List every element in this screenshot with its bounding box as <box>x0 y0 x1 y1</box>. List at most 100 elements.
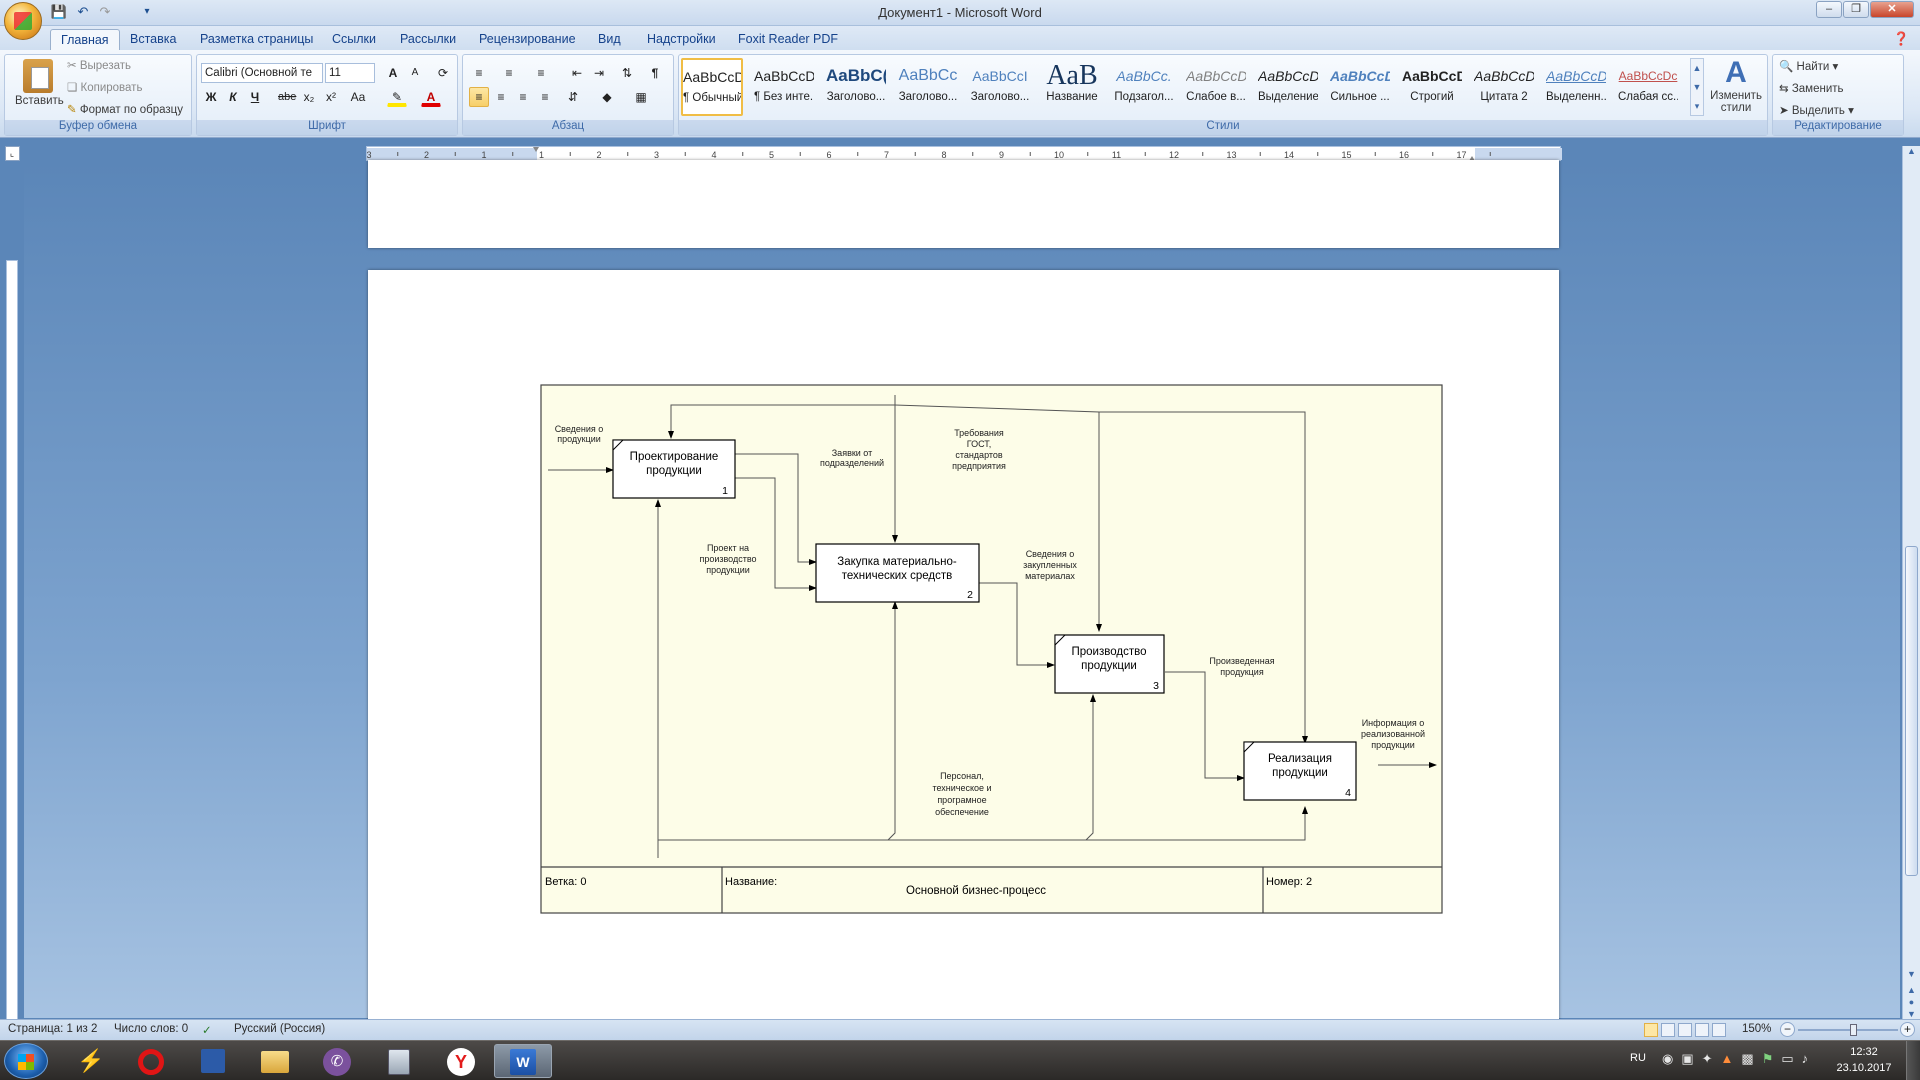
tab-references[interactable]: Ссылки <box>332 32 377 46</box>
taskbar-app-3[interactable] <box>184 1044 242 1078</box>
subscript-button[interactable]: x₂ <box>303 90 315 104</box>
change-case-button[interactable]: Aa <box>350 90 366 104</box>
tab-addins[interactable]: Надстройки <box>647 32 716 46</box>
tab-mailings[interactable]: Рассылки <box>400 32 457 46</box>
align-left-icon[interactable]: ≡ <box>469 87 489 107</box>
tray-date[interactable]: 23.10.2017 <box>1836 1062 1892 1074</box>
tray-monitor-icon[interactable]: ▭ <box>1781 1051 1794 1066</box>
scroll-thumb[interactable] <box>1905 546 1918 876</box>
tray-app-icon[interactable]: ▣ <box>1681 1051 1694 1066</box>
office-button[interactable] <box>4 2 42 40</box>
tab-review[interactable]: Рецензирование <box>479 32 576 46</box>
tray-flag-icon[interactable]: ⚑ <box>1761 1051 1774 1066</box>
style-quote-2[interactable]: AaBbCcDcЦитата 2 <box>1473 58 1535 116</box>
increase-indent-icon[interactable]: ⇥ <box>593 66 605 80</box>
superscript-button[interactable]: x² <box>326 90 336 104</box>
format-painter-button[interactable]: ✎ Формат по образцу <box>67 102 183 116</box>
line-spacing-icon[interactable]: ⇵ <box>567 90 579 104</box>
grow-font-button[interactable]: A <box>388 66 398 80</box>
taskbar-opera[interactable] <box>122 1044 180 1078</box>
change-styles-button[interactable]: A Изменить стили <box>1708 56 1764 118</box>
shrink-font-button[interactable]: A <box>411 67 419 78</box>
maximize-button[interactable]: ❐ <box>1843 1 1869 18</box>
full-screen-icon[interactable] <box>1661 1023 1675 1037</box>
replace-button[interactable]: ⇆ Заменить <box>1779 81 1844 95</box>
draft-icon[interactable] <box>1712 1023 1726 1037</box>
tray-time[interactable]: 12:32 <box>1850 1046 1878 1058</box>
font-size-select[interactable]: 11 <box>325 63 375 83</box>
styles-scroll[interactable]: ▲▼▾ <box>1690 58 1704 116</box>
outline-icon[interactable] <box>1695 1023 1709 1037</box>
activity-box-1[interactable]: Проектирование продукции 1 <box>612 439 736 499</box>
borders-icon[interactable]: ▦ <box>635 90 647 104</box>
style-subtle-emphasis[interactable]: AaBbCcDcСлабое в... <box>1185 58 1247 116</box>
style-subtitle[interactable]: AaBbCc.Подзагол... <box>1113 58 1175 116</box>
next-page-icon[interactable]: ▼ <box>1907 1009 1916 1019</box>
print-layout-icon[interactable] <box>1644 1023 1658 1037</box>
style-no-spacing[interactable]: AaBbCcDc¶ Без инте... <box>753 58 815 116</box>
taskbar-app-1[interactable]: ⚡ <box>60 1044 118 1078</box>
close-button[interactable]: ✕ <box>1870 1 1914 18</box>
tab-foxit[interactable]: Foxit Reader PDF <box>738 32 839 46</box>
prev-page-icon[interactable]: ▲ <box>1907 985 1916 995</box>
idef0-diagram[interactable]: Ветка: 0 Название: Основной бизнес-проце… <box>368 270 1559 1020</box>
vertical-scrollbar[interactable]: ▲ ▼ ▲ ● ▼ <box>1902 146 1920 1019</box>
style-strong[interactable]: AaBbCcDcСтрогий <box>1401 58 1463 116</box>
shading-icon[interactable]: ◆ <box>602 90 612 104</box>
redo-icon[interactable]: ↷ <box>99 4 111 19</box>
tab-selector[interactable]: ⌞ <box>0 146 24 161</box>
spellcheck-icon[interactable]: ✓ <box>202 1025 212 1037</box>
tray-tool-icon[interactable]: ✦ <box>1701 1051 1713 1066</box>
help-icon[interactable]: ❓ <box>1893 31 1910 46</box>
activity-box-3[interactable]: Производство продукции 3 <box>1054 634 1165 694</box>
tray-antivirus-icon[interactable]: ▲ <box>1720 1051 1734 1066</box>
taskbar-word[interactable]: W <box>494 1044 552 1078</box>
tray-camera-icon[interactable]: ◉ <box>1662 1051 1674 1066</box>
find-button[interactable]: 🔍 Найти ▾ <box>1779 61 1839 73</box>
select-button[interactable]: ➤ Выделить ▾ <box>1779 105 1854 117</box>
tab-page-layout[interactable]: Разметка страницы <box>200 32 314 46</box>
taskbar-calculator[interactable] <box>370 1044 428 1078</box>
undo-icon[interactable]: ↶ <box>77 4 89 19</box>
paste-button[interactable]: Вставить <box>15 57 64 119</box>
status-words[interactable]: Число слов: 0 <box>114 1023 189 1035</box>
tray-language[interactable]: RU <box>1630 1052 1646 1064</box>
font-name-select[interactable]: Calibri (Основной те <box>201 63 323 83</box>
activity-box-4[interactable]: Реализация продукции 4 <box>1243 741 1357 801</box>
zoom-slider[interactable] <box>1798 1029 1898 1031</box>
clear-format-icon[interactable]: ⟳ <box>437 66 449 80</box>
justify-icon[interactable]: ≡ <box>541 90 549 104</box>
cut-button[interactable]: ✂ Вырезать <box>67 58 131 72</box>
numbering-icon[interactable]: ≡ <box>505 66 513 80</box>
tray-volume-icon[interactable]: ♪ <box>1801 1051 1809 1066</box>
start-button[interactable] <box>4 1043 48 1079</box>
show-desktop-button[interactable] <box>1906 1041 1920 1080</box>
style-emphasis[interactable]: AaBbCcDcВыделение <box>1257 58 1319 116</box>
bullets-icon[interactable]: ≡ <box>475 66 483 80</box>
tray-network-icon[interactable]: ▩ <box>1741 1051 1754 1066</box>
zoom-out-icon[interactable]: − <box>1780 1022 1795 1037</box>
align-center-icon[interactable]: ≡ <box>497 90 505 104</box>
scroll-up-icon[interactable]: ▲ <box>1907 146 1916 156</box>
status-page[interactable]: Страница: 1 из 2 <box>8 1023 98 1035</box>
align-right-icon[interactable]: ≡ <box>519 90 527 104</box>
style-intense-emphasis[interactable]: AaBbCcDcСильное ... <box>1329 58 1391 116</box>
taskbar-explorer[interactable] <box>246 1044 304 1078</box>
bold-button[interactable]: Ж <box>205 90 217 104</box>
scroll-down-icon[interactable]: ▼ <box>1907 969 1916 979</box>
minimize-button[interactable]: – <box>1816 1 1842 18</box>
tab-insert[interactable]: Вставка <box>130 32 177 46</box>
browse-object-icon[interactable]: ● <box>1908 997 1915 1007</box>
tab-home[interactable]: Главная <box>50 29 120 50</box>
vertical-ruler[interactable] <box>6 260 18 1020</box>
activity-box-2[interactable]: Закупка материально- технических средств… <box>815 543 980 603</box>
zoom-slider-thumb[interactable] <box>1850 1024 1857 1036</box>
taskbar-yandex[interactable]: Y <box>432 1044 490 1078</box>
decrease-indent-icon[interactable]: ⇤ <box>571 66 583 80</box>
show-marks-icon[interactable]: ¶ <box>651 66 659 80</box>
